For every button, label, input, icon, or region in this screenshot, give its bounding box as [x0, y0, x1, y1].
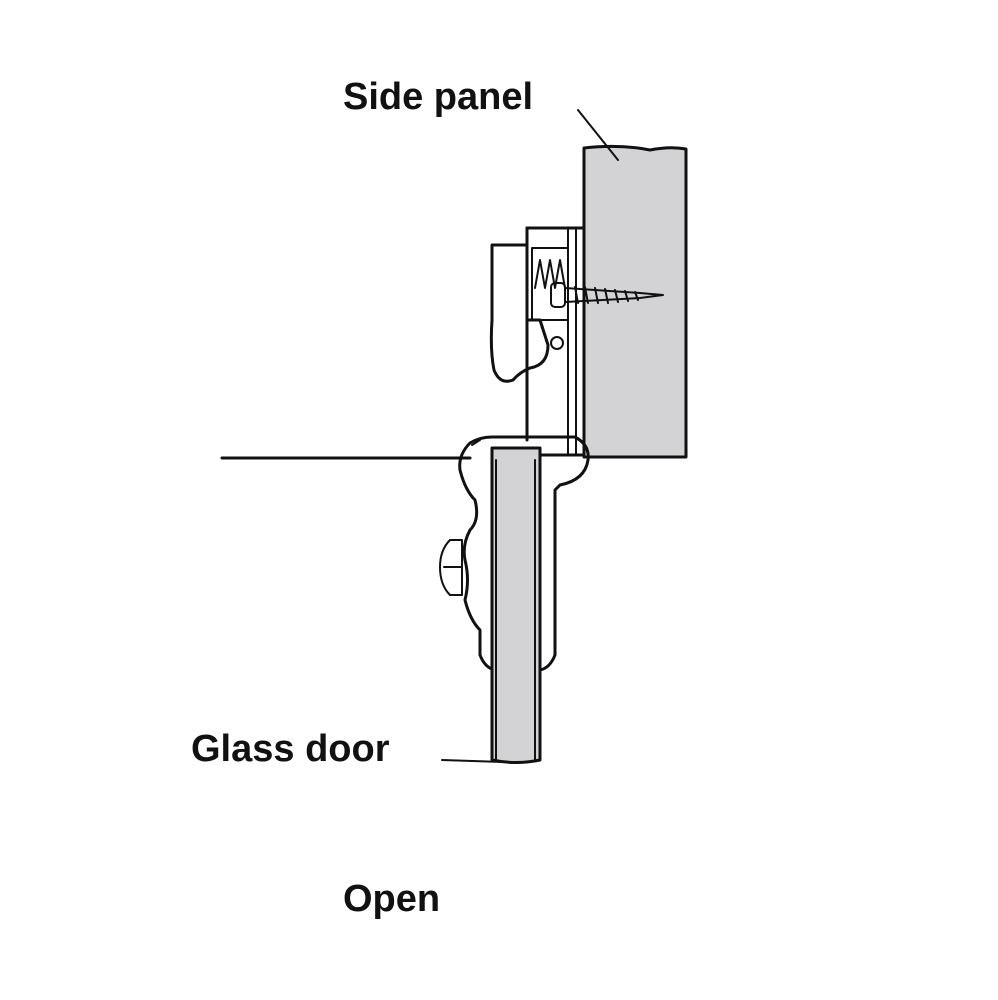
- mounting-plate: [525, 226, 586, 457]
- hinge-body: [439, 435, 590, 672]
- side-panel-label: Side panel: [343, 76, 534, 118]
- glass-door-leader: [441, 759, 504, 763]
- spring: [534, 259, 566, 289]
- screw: [550, 282, 664, 308]
- glass-door-label: Glass door: [191, 728, 390, 770]
- state-label: Open: [343, 878, 441, 920]
- side-panel-leader: [577, 109, 619, 161]
- clip-housing: [489, 243, 569, 383]
- glass-door-shape: [490, 446, 542, 764]
- side-panel-shape: [582, 144, 688, 459]
